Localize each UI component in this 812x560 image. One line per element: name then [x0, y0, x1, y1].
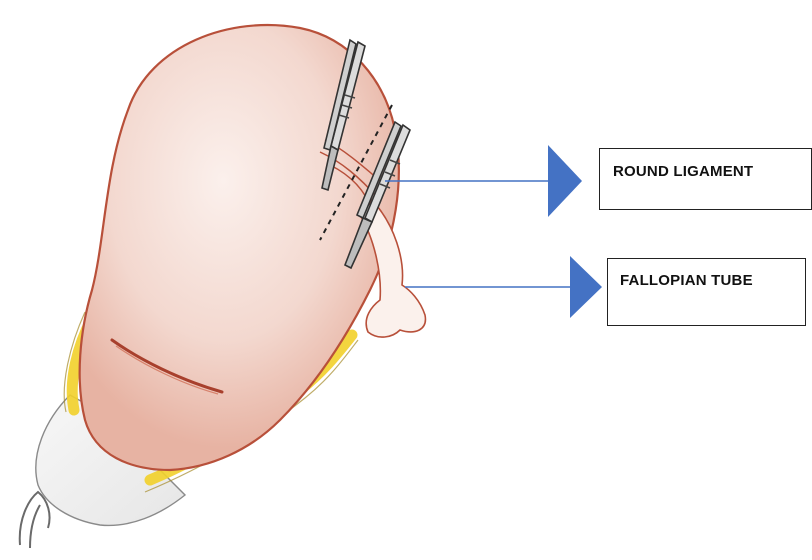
fallopian-tube-label: FALLOPIAN TUBE [620, 272, 753, 289]
pointer-fallopian-tube [405, 256, 602, 318]
pointer-arrow-icon [570, 256, 602, 318]
round-ligament-label: ROUND LIGAMENT [613, 163, 753, 180]
fallopian-tube-label-box [607, 258, 806, 326]
pointer-arrow-icon [548, 145, 582, 217]
pointer-round-ligament [385, 145, 582, 217]
fork-instrument [20, 492, 50, 548]
